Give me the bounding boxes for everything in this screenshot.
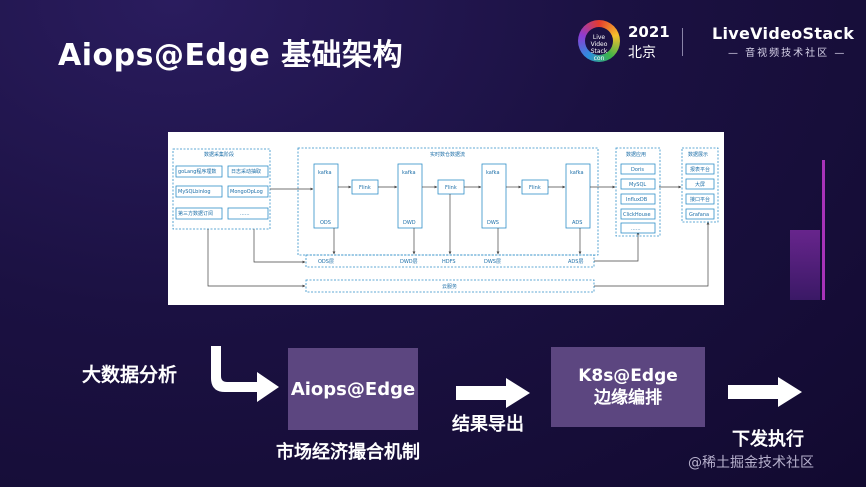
layer-store-label: DWD层	[400, 259, 418, 265]
export-results-label: 结果导出	[452, 414, 524, 435]
collect-item	[175, 165, 223, 178]
warehouse-group	[297, 147, 599, 256]
kafka-label: kafka	[486, 170, 500, 176]
layer-store-label: ADS层	[568, 259, 583, 265]
right-arrow-icon	[728, 377, 802, 407]
storage-item	[620, 193, 656, 205]
storage-item-label: Doris	[631, 167, 644, 173]
collect-item-label: MySQLbinlog	[178, 189, 211, 195]
storage-item-label: ClickHouse	[623, 212, 651, 218]
decorative-line	[822, 160, 825, 300]
layer-label: DWD	[403, 220, 416, 226]
bigdata-analysis-label: 大数据分析	[82, 364, 178, 386]
event-city: 北京	[628, 45, 656, 61]
layer-label: ADS	[572, 220, 582, 226]
display-item-label: Grafana	[689, 212, 709, 218]
right-arrow-icon	[456, 378, 530, 408]
collect-item-label: goLang程序埋数	[178, 168, 216, 175]
storage-item-label: InfluxDB	[626, 197, 648, 203]
collect-item-label: 第三方数据订阅	[178, 210, 213, 217]
store-to-app-arrow	[594, 231, 640, 262]
display-item	[685, 193, 715, 205]
kafka-dws-node	[481, 163, 507, 229]
aiops-edge-box: Aiops@Edge	[288, 348, 418, 430]
display-item	[685, 163, 715, 175]
collect-to-store-arrow	[253, 229, 306, 264]
kafka-label: kafka	[318, 170, 332, 176]
kafka-label: kafka	[402, 170, 416, 176]
cloud-platform-label: 云服务	[442, 283, 457, 290]
storage-item-label: MySQL	[629, 182, 646, 188]
storage-item-label: ......	[631, 226, 641, 232]
display-item	[685, 208, 715, 220]
collect-item	[227, 207, 269, 220]
display-group	[681, 147, 719, 223]
layer-label: ODS	[320, 220, 331, 226]
storage-item	[620, 163, 656, 175]
header-divider	[682, 28, 683, 56]
kafka-ads-node	[565, 163, 591, 229]
architecture-diagram: 数据采集阶段 goLang程序埋数 日志采动抽取 MySQLbinlog Mon…	[168, 132, 724, 305]
storage-group-title: 数据应用	[626, 151, 646, 158]
logo-text: Live Video Stack con	[585, 27, 613, 62]
flink-label: Flink	[529, 185, 541, 191]
layer-label: DWS	[487, 220, 499, 226]
event-year: 2021	[628, 23, 670, 41]
collect-group-title: 数据采集阶段	[204, 151, 234, 158]
storage-item	[620, 178, 656, 190]
kafka-dwd-node	[397, 163, 423, 229]
flink-label: Flink	[359, 185, 371, 191]
curved-arrow-icon	[211, 346, 279, 402]
storage-item	[620, 208, 656, 220]
k8s-edge-box: K8s@Edge 边缘编排	[551, 347, 705, 427]
market-mechanism-label: 市场经济撮合机制	[276, 442, 420, 463]
display-item-label: 接口平台	[690, 196, 710, 203]
cloud-to-display-arrow	[594, 221, 710, 287]
kafka-ods-node	[313, 163, 339, 229]
execute-label: 下发执行	[732, 429, 804, 450]
edge-orchestration-label: 边缘编排	[593, 388, 662, 408]
k8s-edge-label: K8s@Edge	[578, 366, 678, 386]
brand-subtitle: — 音视频技术社区 —	[728, 48, 847, 59]
aiops-edge-label: Aiops@Edge	[290, 378, 416, 400]
livevideostack-logo-icon: Live Video Stack con	[578, 20, 620, 62]
collect-item	[175, 207, 223, 220]
page-title: Aiops@Edge 基础架构	[58, 38, 404, 73]
layer-store-label: DWS层	[484, 259, 501, 265]
decorative-block	[790, 230, 820, 300]
kafka-label: kafka	[570, 170, 584, 176]
collect-item-label: MongoOpLog	[230, 189, 263, 195]
watermark: @稀土掘金技术社区	[688, 455, 814, 471]
display-item	[685, 178, 715, 190]
collect-item-label: ......	[240, 211, 250, 217]
flink-label: Flink	[445, 185, 457, 191]
display-item-label: 报表平台	[690, 166, 710, 173]
collect-item	[175, 185, 223, 198]
collect-item	[227, 165, 269, 178]
collect-item	[227, 185, 269, 198]
warehouse-group-title: 实时数仓数据流	[430, 151, 465, 158]
collect-item-label: 日志采动抽取	[231, 168, 261, 175]
storage-group	[615, 147, 661, 237]
layer-store-label: HDFS	[442, 259, 456, 265]
display-item-label: 大屏	[695, 181, 705, 188]
display-group-title: 数据展示	[688, 151, 708, 158]
storage-item	[620, 222, 656, 234]
brand-name: LiveVideoStack	[712, 24, 855, 43]
layer-store-label: ODS层	[318, 259, 334, 265]
collect-to-cloud-arrow	[207, 229, 306, 288]
